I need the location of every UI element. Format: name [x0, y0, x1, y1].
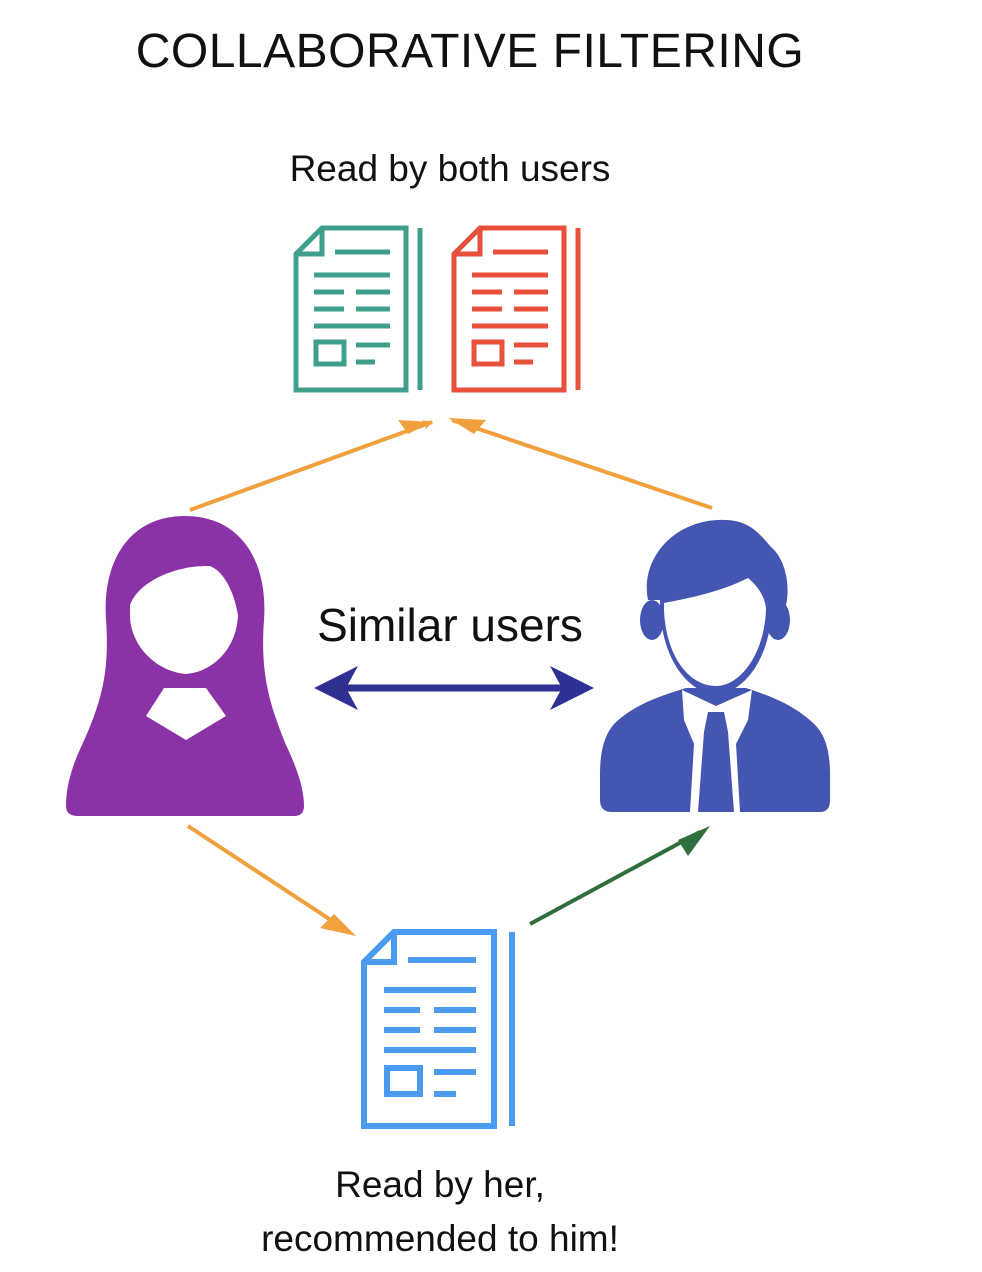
arrowhead	[448, 418, 486, 434]
arrowhead	[678, 826, 710, 856]
man-user-icon	[600, 519, 830, 812]
shared-docs-caption: Read by both users	[289, 148, 611, 189]
arrow-woman-to-shared-docs	[189, 420, 433, 512]
arrow-man-to-shared-docs	[451, 418, 713, 510]
document-icon-blue	[361, 929, 515, 1129]
recommendation-caption-line2: recommended to him!	[261, 1218, 619, 1259]
document-icon-green	[293, 225, 423, 393]
similar-users-label: Similar users	[317, 599, 583, 651]
diagram-title: COLLABORATIVE FILTERING	[135, 25, 805, 78]
arrow-recommended-doc-to-man	[529, 830, 701, 926]
document-icon-red	[451, 225, 581, 393]
similar-users-double-arrow	[314, 666, 594, 710]
arrowhead	[320, 914, 356, 936]
arrowhead	[398, 420, 432, 434]
recommendation-caption-line1: Read by her,	[335, 1164, 545, 1205]
recommendation-caption: Read by her, recommended to him!	[140, 1158, 740, 1266]
woman-user-icon	[66, 516, 304, 816]
arrow-woman-to-recommended-doc	[186, 824, 348, 932]
